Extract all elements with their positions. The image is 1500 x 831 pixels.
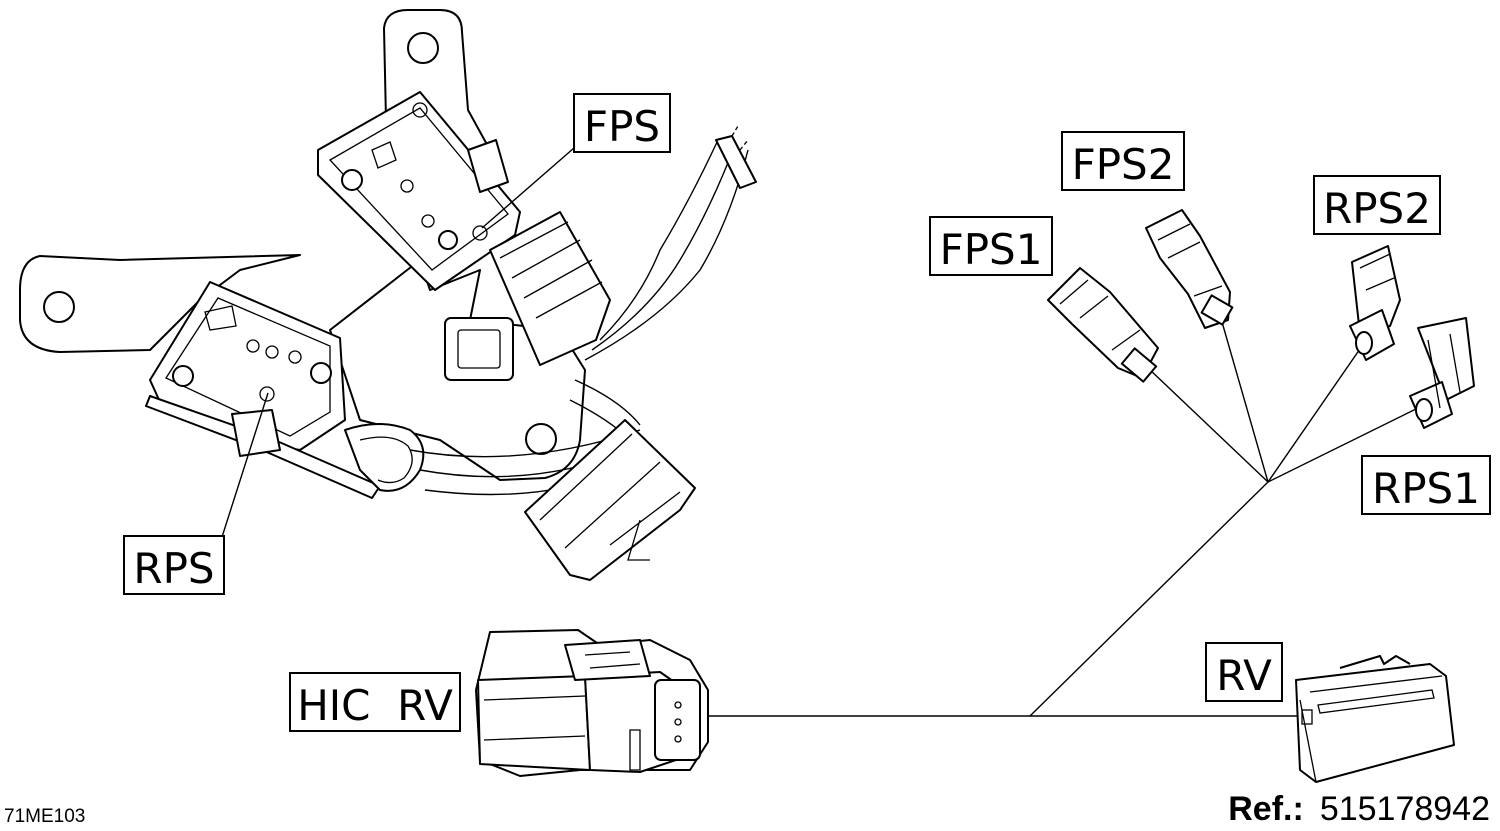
fps1-terminal (1047, 267, 1159, 383)
label-rps1-text: RPS1 (1372, 464, 1480, 513)
switch-side-rv-connector (524, 419, 696, 581)
label-hic-rv: HIC RV (289, 672, 461, 732)
label-rps2-text: RPS2 (1323, 184, 1431, 233)
label-fps2: FPS2 (1061, 131, 1185, 191)
harness-wires (708, 321, 1419, 717)
rv-connector (1295, 655, 1455, 783)
fps-connector-block (489, 211, 611, 366)
label-rps-text: RPS (133, 544, 214, 593)
reference-number: Ref.: 515178942 (1228, 790, 1490, 829)
label-fps2-text: FPS2 (1072, 140, 1175, 189)
fps-micro-switch (317, 91, 521, 291)
label-rps2: RPS2 (1313, 175, 1441, 235)
switch-bracket-assembly (19, 9, 611, 499)
label-hic-rv-text: HIC RV (297, 681, 453, 730)
hic-rv-connector (475, 629, 709, 777)
rps-loop-terminal (344, 423, 425, 492)
label-rps1: RPS1 (1361, 455, 1491, 515)
leader-lines (221, 147, 575, 538)
ref-label: Ref.: (1228, 790, 1304, 828)
plate-hole-icon (525, 423, 557, 455)
drawing-code: 71ME103 (4, 806, 86, 827)
label-rv: RV (1205, 642, 1283, 702)
tab-hole-icon (43, 291, 75, 323)
label-fps1: FPS1 (929, 216, 1053, 276)
bracket-hole-icon (407, 32, 439, 64)
label-fps: FPS (573, 93, 671, 153)
ref-number: 515178942 (1319, 790, 1490, 828)
center-boss (444, 317, 514, 381)
label-rps: RPS (123, 535, 225, 595)
lower-bracket-tab (19, 254, 301, 353)
label-fps-text: FPS (584, 102, 660, 151)
label-fps1-text: FPS1 (940, 225, 1043, 274)
fps2-terminal (1145, 209, 1234, 329)
rps2-terminal (1349, 245, 1401, 361)
label-rv-text: RV (1216, 651, 1272, 700)
rps1-terminal (1409, 317, 1475, 429)
switch-wire-bundle (409, 125, 757, 581)
